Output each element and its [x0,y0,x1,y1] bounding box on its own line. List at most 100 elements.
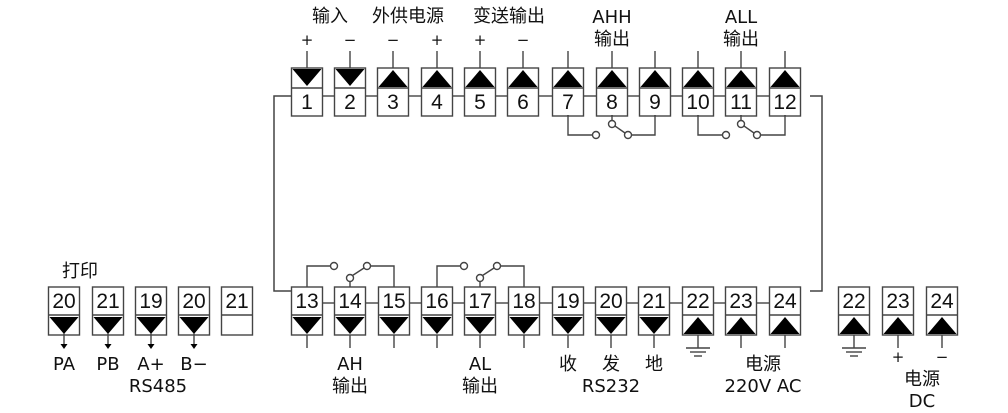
terminal-15[interactable]: 15 [377,286,411,336]
terminal-number: 20 [182,290,205,313]
loop-wire [273,95,823,292]
arrow-down-icon [335,317,365,334]
dc-polarity-marks: +− [892,348,949,366]
arrow-up-icon [726,70,756,87]
terminal-22[interactable]: 22 [837,286,871,336]
arrow-up-icon [378,70,408,87]
terminal-3[interactable]: 3 [376,67,410,117]
label-ac-power: 电源 [745,354,781,375]
terminal-number: 24 [773,290,797,313]
terminal-16[interactable]: 16 [420,286,454,336]
terminal-number: 15 [382,290,405,313]
terminal-number: 21 [96,290,119,313]
arrow-up-icon [883,317,913,334]
print-terminal-label: PA [53,354,76,375]
terminal-24[interactable]: 24 [768,286,802,336]
terminal-20[interactable]: 20 [47,286,81,336]
label-all-output: 输出 [723,29,759,50]
terminal-21[interactable]: 21 [637,286,671,336]
label-dc: DC [909,391,935,412]
arrow-up-icon [839,317,869,334]
terminal-23[interactable]: 23 [724,286,758,336]
label-ah-output: 输出 [332,376,368,397]
terminal-number: 16 [425,290,448,313]
relay-contact-ahh [567,115,656,140]
terminal-number: 22 [686,290,709,313]
terminal-number: 17 [468,290,491,313]
terminal-19[interactable]: 19 [134,286,168,336]
terminal-1[interactable]: 1 [290,67,324,117]
arrow-down-icon [292,317,322,334]
arrow-down-icon [639,317,669,334]
polarity-mark: + [431,31,444,49]
terminal-5[interactable]: 5 [463,67,497,117]
terminal-number: 20 [52,290,75,313]
terminal-12[interactable]: 12 [768,67,802,117]
label-rs485: RS485 [129,376,187,397]
terminal-2[interactable]: 2 [333,67,367,117]
terminal-21[interactable]: 21 [91,286,125,336]
label-transmit-output: 变送输出 [473,6,545,27]
terminal-13[interactable]: 13 [290,286,324,336]
arrow-down-icon [93,317,123,334]
ground-icon [686,347,710,357]
arrow-up-icon [422,70,452,87]
label-input: 输入 [312,6,348,27]
polarity-mark: − [387,31,400,49]
terminal-number: 19 [139,290,162,313]
label-rx: 收 [559,354,577,375]
terminal-number: 22 [842,290,865,313]
arrow-down-icon [292,69,322,86]
arrow-up-icon [927,317,957,334]
terminal-number: 2 [344,91,356,114]
label-all: ALL [725,7,757,28]
terminal-8[interactable]: 8 [595,67,629,117]
terminal-24[interactable]: 24 [925,286,959,336]
label-220vac: 220V AC [725,376,802,397]
arrow-down-icon [136,317,166,334]
terminal-7[interactable]: 7 [551,67,585,117]
terminal-9[interactable]: 9 [638,67,672,117]
terminal-4[interactable]: 4 [420,67,454,117]
polarity-mark: + [474,31,487,49]
terminal-23[interactable]: 23 [881,286,915,336]
terminal-6[interactable]: 6 [506,67,540,117]
label-ah: AH [337,354,363,375]
terminal-14[interactable]: 14 [333,286,367,336]
terminal-19[interactable]: 19 [551,286,585,336]
arrow-up-icon [726,317,756,334]
terminal-number: 20 [599,290,622,313]
terminal-10[interactable]: 10 [681,67,715,117]
terminal-number: 1 [301,91,313,114]
terminal-number: 21 [642,290,665,313]
print-terminal-label: PB [96,354,119,375]
top-polarity-marks: +−−++− [301,31,530,49]
terminal-number: 3 [387,91,399,114]
terminal-number: 5 [474,91,486,114]
arrow-down-icon [553,317,583,334]
terminal-11[interactable]: 11 [724,67,758,117]
label-rs232: RS232 [582,376,640,397]
terminal-number: 13 [295,290,318,313]
arrow-up-icon [465,70,495,87]
terminal-number: 23 [886,290,909,313]
terminal-20[interactable]: 20 [594,286,628,336]
bidirectional-arrow-icon [60,333,68,349]
arrow-up-icon [640,70,670,87]
terminal-22[interactable]: 22 [681,286,715,336]
label-ahh-output: 输出 [594,29,630,50]
polarity-mark: + [892,348,905,366]
terminal-17[interactable]: 17 [463,286,497,336]
dc-terminal-group: 22 23 24 [837,286,959,357]
relay-contact-al [436,261,525,287]
terminal-20[interactable]: 20 [177,286,211,336]
terminal-21[interactable]: 21 [220,286,254,336]
label-gnd: 地 [645,354,663,375]
arrow-down-icon [49,317,79,334]
polarity-mark: − [344,31,357,49]
terminal-number: 21 [225,290,248,313]
terminal-18[interactable]: 18 [507,286,541,336]
